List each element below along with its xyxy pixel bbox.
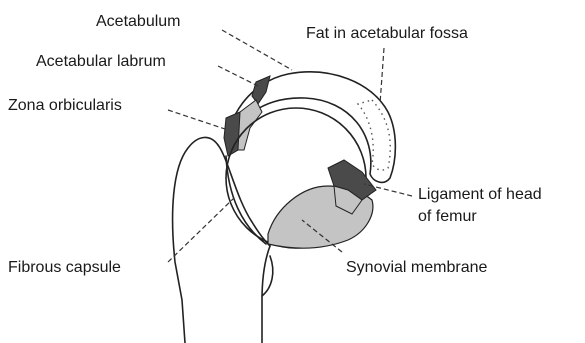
leader-acetabulum [222, 30, 292, 70]
label-fibrous-capsule: Fibrous capsule [8, 259, 121, 276]
label-ligament-of-head-line2: of femur [418, 208, 477, 225]
leader-fat-in-acetabular-fossa [380, 48, 384, 104]
acetabular-labrum-tissue [252, 76, 270, 104]
label-zona-orbicularis: Zona orbicularis [8, 97, 122, 114]
leader-zona-orbicularis [168, 110, 228, 130]
label-synovial-membrane: Synovial membrane [346, 259, 488, 276]
label-acetabulum: Acetabulum [96, 13, 181, 30]
leader-fibrous-capsule [168, 198, 234, 262]
label-fat-in-acetabular-fossa: Fat in acetabular fossa [306, 25, 468, 42]
label-ligament-of-head-line1: Ligament of head [418, 186, 542, 203]
femur-shaft-outline [173, 137, 218, 343]
label-acetabular-labrum: Acetabular labrum [36, 53, 166, 70]
leader-acetabular-labrum [218, 66, 258, 86]
